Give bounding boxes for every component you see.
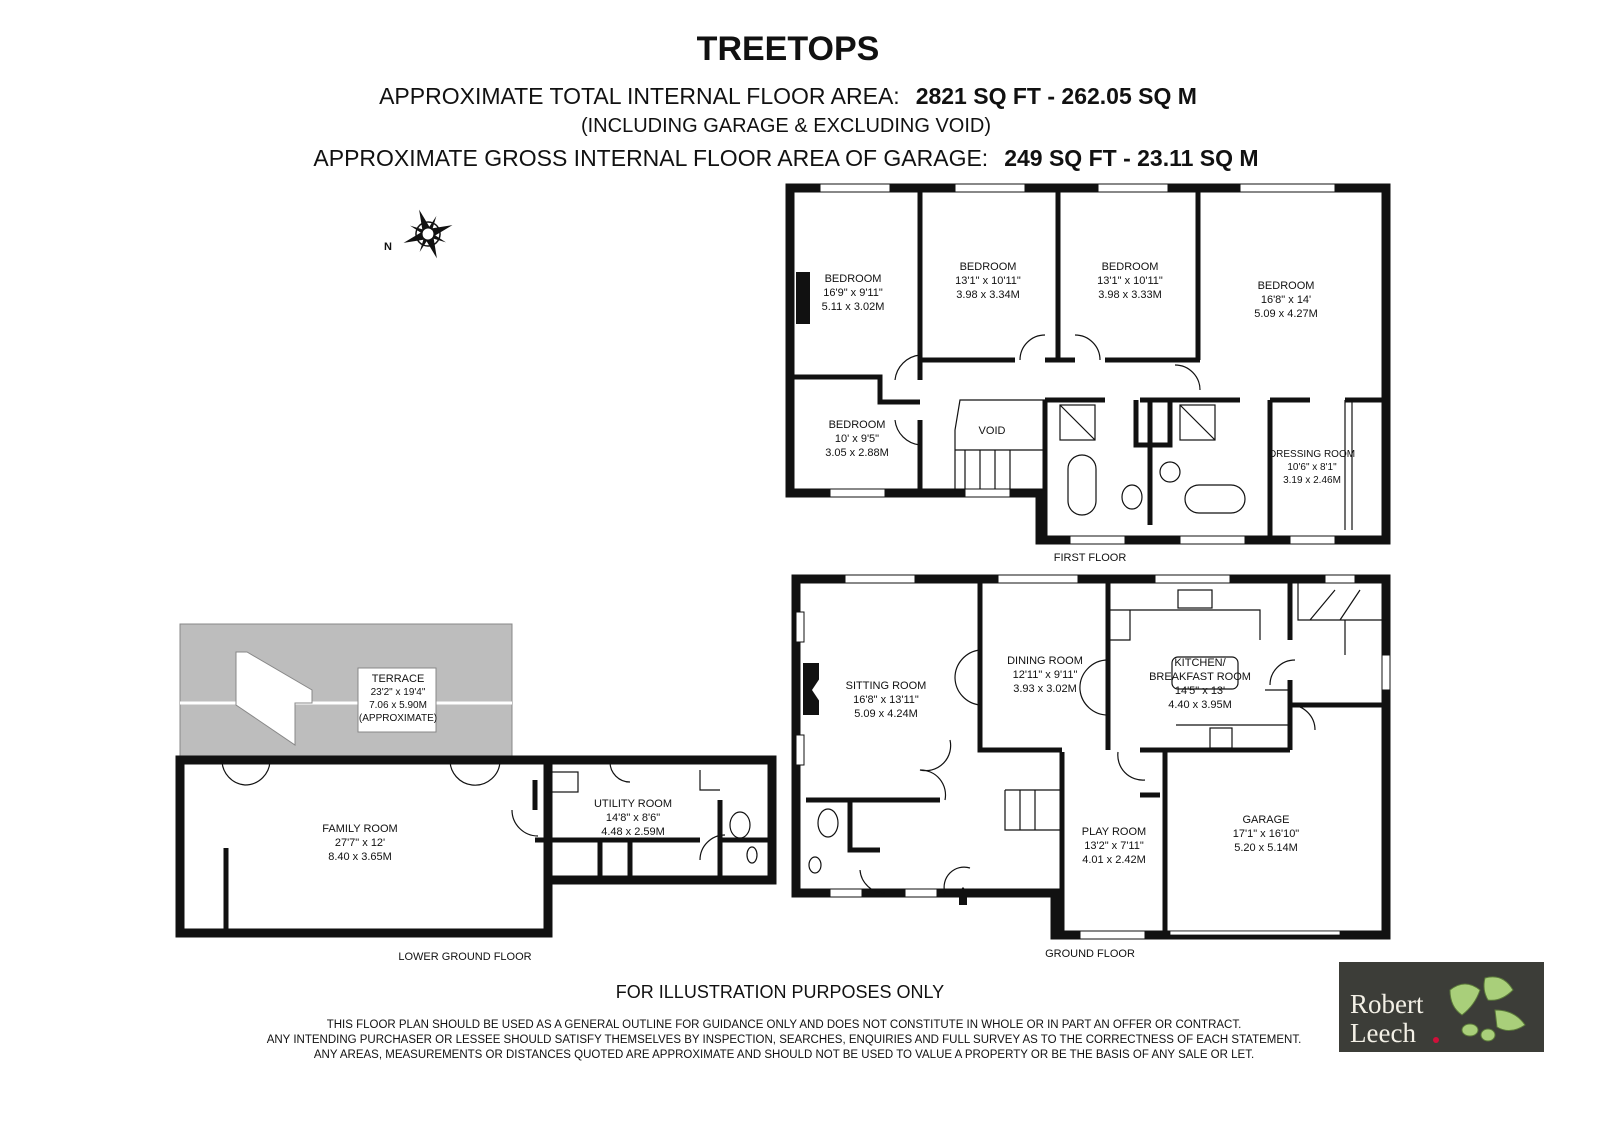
room-family-room: FAMILY ROOM 27'7" x 12' 8.40 x 3.65M xyxy=(322,823,397,863)
svg-text:27'7" x 12': 27'7" x 12' xyxy=(335,837,385,849)
room-play-room: PLAY ROOM 13'2" x 7'11" 4.01 x 2.42M xyxy=(1082,826,1146,866)
lower-ground-floor-label: LOWER GROUND FLOOR xyxy=(398,951,531,963)
compass-north-label: N xyxy=(384,241,392,253)
lower-ground-floor-plan: TERRACE 23'2" x 19'4" 7.06 x 5.90M (APPR… xyxy=(175,623,777,963)
compass-rose-icon xyxy=(403,209,453,259)
svg-text:13'2" x 7'11": 13'2" x 7'11" xyxy=(1084,840,1144,852)
oak-leaf-icon xyxy=(1449,976,1526,1042)
svg-text:3.19 x 2.46M: 3.19 x 2.46M xyxy=(1283,475,1341,486)
first-floor-label: FIRST FLOOR xyxy=(1054,552,1127,564)
svg-text:GARAGE: GARAGE xyxy=(1242,814,1289,826)
svg-text:3.98 x 3.34M: 3.98 x 3.34M xyxy=(956,289,1020,301)
void-label: VOID xyxy=(979,425,1006,437)
svg-text:4.48 x 2.59M: 4.48 x 2.59M xyxy=(601,826,665,838)
disclaimer-line-2: ANY INTENDING PURCHASER OR LESSEE SHOULD… xyxy=(267,1034,1302,1046)
svg-text:10'6" x 8'1": 10'6" x 8'1" xyxy=(1287,462,1337,473)
svg-text:13'1" x 10'11": 13'1" x 10'11" xyxy=(1097,275,1163,287)
svg-text:4.01 x 2.42M: 4.01 x 2.42M xyxy=(1082,854,1146,866)
svg-text:DINING ROOM: DINING ROOM xyxy=(1007,655,1083,667)
svg-text:17'1" x 16'10": 17'1" x 16'10" xyxy=(1233,828,1300,840)
garage-area-line: APPROXIMATE GROSS INTERNAL FLOOR AREA OF… xyxy=(313,145,1258,171)
svg-text:Leech: Leech xyxy=(1350,1018,1416,1048)
svg-text:BEDROOM: BEDROOM xyxy=(1102,261,1159,273)
svg-text:5.09 x 4.24M: 5.09 x 4.24M xyxy=(854,708,918,720)
room-bedroom-4: BEDROOM 16'8" x 14' 5.09 x 4.27M xyxy=(1254,280,1318,320)
total-area-value: 2821 SQ FT - 262.05 SQ M xyxy=(916,83,1197,109)
svg-text:FAMILY ROOM: FAMILY ROOM xyxy=(322,823,397,835)
svg-text:3.93 x 3.02M: 3.93 x 3.02M xyxy=(1013,683,1077,695)
room-terrace: TERRACE 23'2" x 19'4" 7.06 x 5.90M (APPR… xyxy=(359,673,437,724)
svg-text:KITCHEN/: KITCHEN/ xyxy=(1174,657,1226,669)
svg-text:16'9" x 9'11": 16'9" x 9'11" xyxy=(823,287,883,299)
ground-floor-label: GROUND FLOOR xyxy=(1045,948,1135,960)
svg-text:23'2" x 19'4": 23'2" x 19'4" xyxy=(371,687,426,698)
svg-text:5.11 x 3.02M: 5.11 x 3.02M xyxy=(822,301,885,313)
svg-text:5.09 x 4.27M: 5.09 x 4.27M xyxy=(1254,308,1318,320)
svg-text:12'11" x 9'11": 12'11" x 9'11" xyxy=(1013,669,1078,681)
total-area-note: (INCLUDING GARAGE & EXCLUDING VOID) xyxy=(581,115,991,137)
room-dining-room: DINING ROOM 12'11" x 9'11" 3.93 x 3.02M xyxy=(1007,655,1083,695)
disclaimer-line-3: ANY AREAS, MEASUREMENTS OR DISTANCES QUO… xyxy=(314,1049,1254,1061)
svg-text:BREAKFAST ROOM: BREAKFAST ROOM xyxy=(1149,671,1251,683)
entrance-arrow-icon xyxy=(954,887,972,905)
svg-text:UTILITY ROOM: UTILITY ROOM xyxy=(594,798,672,810)
svg-text:7.06 x 5.90M: 7.06 x 5.90M xyxy=(369,700,427,711)
total-area-line: APPROXIMATE TOTAL INTERNAL FLOOR AREA: 28… xyxy=(379,83,1197,109)
garage-area-label: APPROXIMATE GROSS INTERNAL FLOOR AREA OF… xyxy=(313,145,988,171)
svg-text:BEDROOM: BEDROOM xyxy=(1258,280,1315,292)
total-area-label: APPROXIMATE TOTAL INTERNAL FLOOR AREA: xyxy=(379,83,900,109)
svg-text:14'5" x 13': 14'5" x 13' xyxy=(1175,685,1225,697)
svg-text:8.40 x 3.65M: 8.40 x 3.65M xyxy=(328,851,392,863)
svg-text:TERRACE: TERRACE xyxy=(372,673,425,685)
svg-text:5.20 x 5.14M: 5.20 x 5.14M xyxy=(1234,842,1298,854)
ground-floor-plan: SITTING ROOM 16'8" x 13'11" 5.09 x 4.24M… xyxy=(791,574,1391,960)
svg-text:SITTING ROOM: SITTING ROOM xyxy=(846,680,927,692)
svg-text:BEDROOM: BEDROOM xyxy=(960,261,1017,273)
room-sitting-room: SITTING ROOM 16'8" x 13'11" 5.09 x 4.24M xyxy=(846,680,927,720)
garage-area-value: 249 SQ FT - 23.11 SQ M xyxy=(1004,145,1258,171)
svg-text:PLAY ROOM: PLAY ROOM xyxy=(1082,826,1146,838)
room-bedroom-2: BEDROOM 13'1" x 10'11" 3.98 x 3.34M xyxy=(955,261,1021,301)
disclaimer-line-1: THIS FLOOR PLAN SHOULD BE USED AS A GENE… xyxy=(327,1019,1242,1031)
room-bedroom-5: BEDROOM 10' x 9'5" 3.05 x 2.88M xyxy=(825,419,889,459)
svg-text:BEDROOM: BEDROOM xyxy=(829,419,886,431)
svg-text:DRESSING ROOM: DRESSING ROOM xyxy=(1269,449,1355,460)
room-bedroom-3: BEDROOM 13'1" x 10'11" 3.98 x 3.33M xyxy=(1097,261,1163,301)
room-dressing-room: DRESSING ROOM 10'6" x 8'1" 3.19 x 2.46M xyxy=(1269,449,1355,486)
first-floor-plan: BEDROOM 16'9" x 9'11" 5.11 x 3.02M BEDRO… xyxy=(785,183,1391,564)
room-utility-room: UTILITY ROOM 14'8" x 8'6" 4.48 x 2.59M xyxy=(594,798,672,838)
room-garage: GARAGE 17'1" x 16'10" 5.20 x 5.14M xyxy=(1233,814,1300,854)
svg-text:3.98 x 3.33M: 3.98 x 3.33M xyxy=(1098,289,1162,301)
svg-text:10' x 9'5": 10' x 9'5" xyxy=(835,433,879,445)
svg-text:16'8" x 13'11": 16'8" x 13'11" xyxy=(853,694,919,706)
svg-text:BEDROOM: BEDROOM xyxy=(825,273,882,285)
room-kitchen-breakfast: KITCHEN/ BREAKFAST ROOM 14'5" x 13' 4.40… xyxy=(1149,657,1251,711)
svg-text:4.40 x 3.95M: 4.40 x 3.95M xyxy=(1168,699,1232,711)
robert-leech-logo: Robert Leech xyxy=(1339,962,1544,1052)
room-bedroom-1: BEDROOM 16'9" x 9'11" 5.11 x 3.02M xyxy=(822,273,885,313)
svg-text:3.05 x 2.88M: 3.05 x 2.88M xyxy=(825,447,889,459)
svg-text:13'1" x 10'11": 13'1" x 10'11" xyxy=(955,275,1021,287)
illustration-notice: FOR ILLUSTRATION PURPOSES ONLY xyxy=(616,982,944,1002)
svg-text:16'8" x 14': 16'8" x 14' xyxy=(1261,294,1311,306)
svg-text:14'8" x 8'6": 14'8" x 8'6" xyxy=(606,812,660,824)
svg-text:(APPROXIMATE): (APPROXIMATE) xyxy=(359,713,437,724)
plan-title: TREETOPS xyxy=(697,30,880,68)
svg-text:Robert: Robert xyxy=(1350,989,1424,1019)
